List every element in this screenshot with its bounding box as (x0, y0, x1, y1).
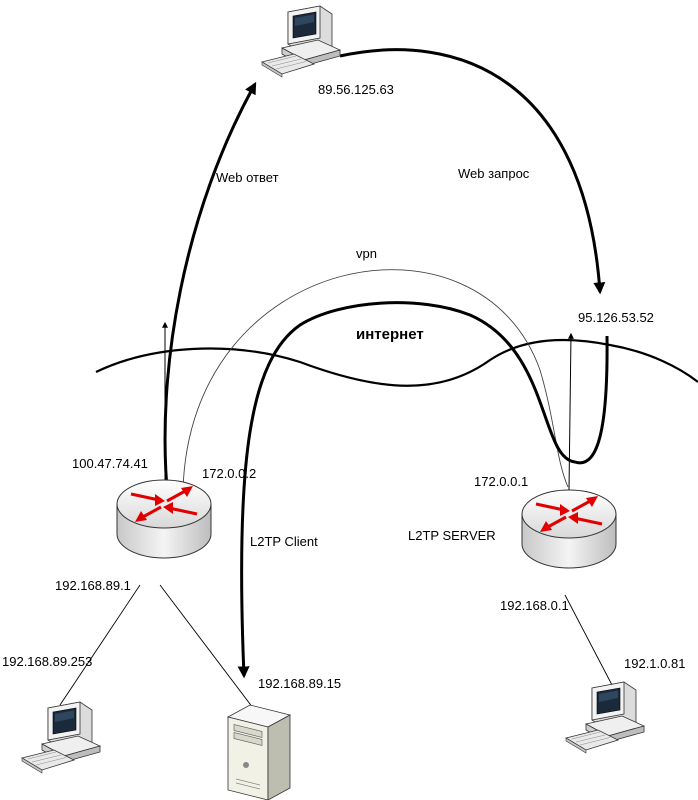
tunnel-traffic-arrow (237, 301, 609, 679)
server-pc-ip-label: 192.1.0.81 (624, 656, 686, 671)
web-response-arrow (163, 81, 257, 501)
desktop-computer-icon (261, 5, 341, 78)
client-public-ip-label: 100.47.74.41 (72, 456, 148, 471)
desktop-computer-icon (565, 681, 645, 754)
web-request-arrow (339, 48, 606, 295)
link-client-router-pc (59, 584, 141, 706)
server-uplink-arrow (567, 332, 574, 491)
client-tunnel-ip-label: 172.0.0.2 (202, 466, 257, 481)
server-public-ip-label: 95.126.53.52 (578, 310, 654, 325)
server-tunnel-ip-label: 172.0.0.1 (474, 474, 529, 489)
vpn-label: vpn (356, 246, 377, 261)
router-icon (520, 488, 618, 570)
web-request-label: Web запрос (458, 166, 530, 181)
web-response-label: Web ответ (216, 170, 279, 185)
l2tp-server-label: L2TP SERVER (408, 528, 496, 543)
l2tp-client-label: L2TP Client (250, 534, 318, 549)
link-server-router-pc (564, 594, 613, 686)
internet-label: интернет (356, 326, 424, 343)
router-icon (115, 478, 213, 560)
server-lan-ip-label: 192.168.0.1 (500, 598, 569, 613)
client-lan-ip-label: 192.168.89.1 (55, 578, 131, 593)
client-server-ip-label: 192.168.89.15 (258, 676, 342, 691)
tower-server-icon (226, 704, 292, 800)
vpn-tunnel-arc (182, 269, 569, 491)
internet-boundary-line (95, 338, 698, 387)
link-client-router-server (159, 584, 257, 713)
client-pc-ip-label: 192.168.89.253 (2, 654, 93, 669)
desktop-computer-icon (21, 701, 101, 774)
remote-host-ip-label: 89.56.125.63 (318, 82, 394, 97)
